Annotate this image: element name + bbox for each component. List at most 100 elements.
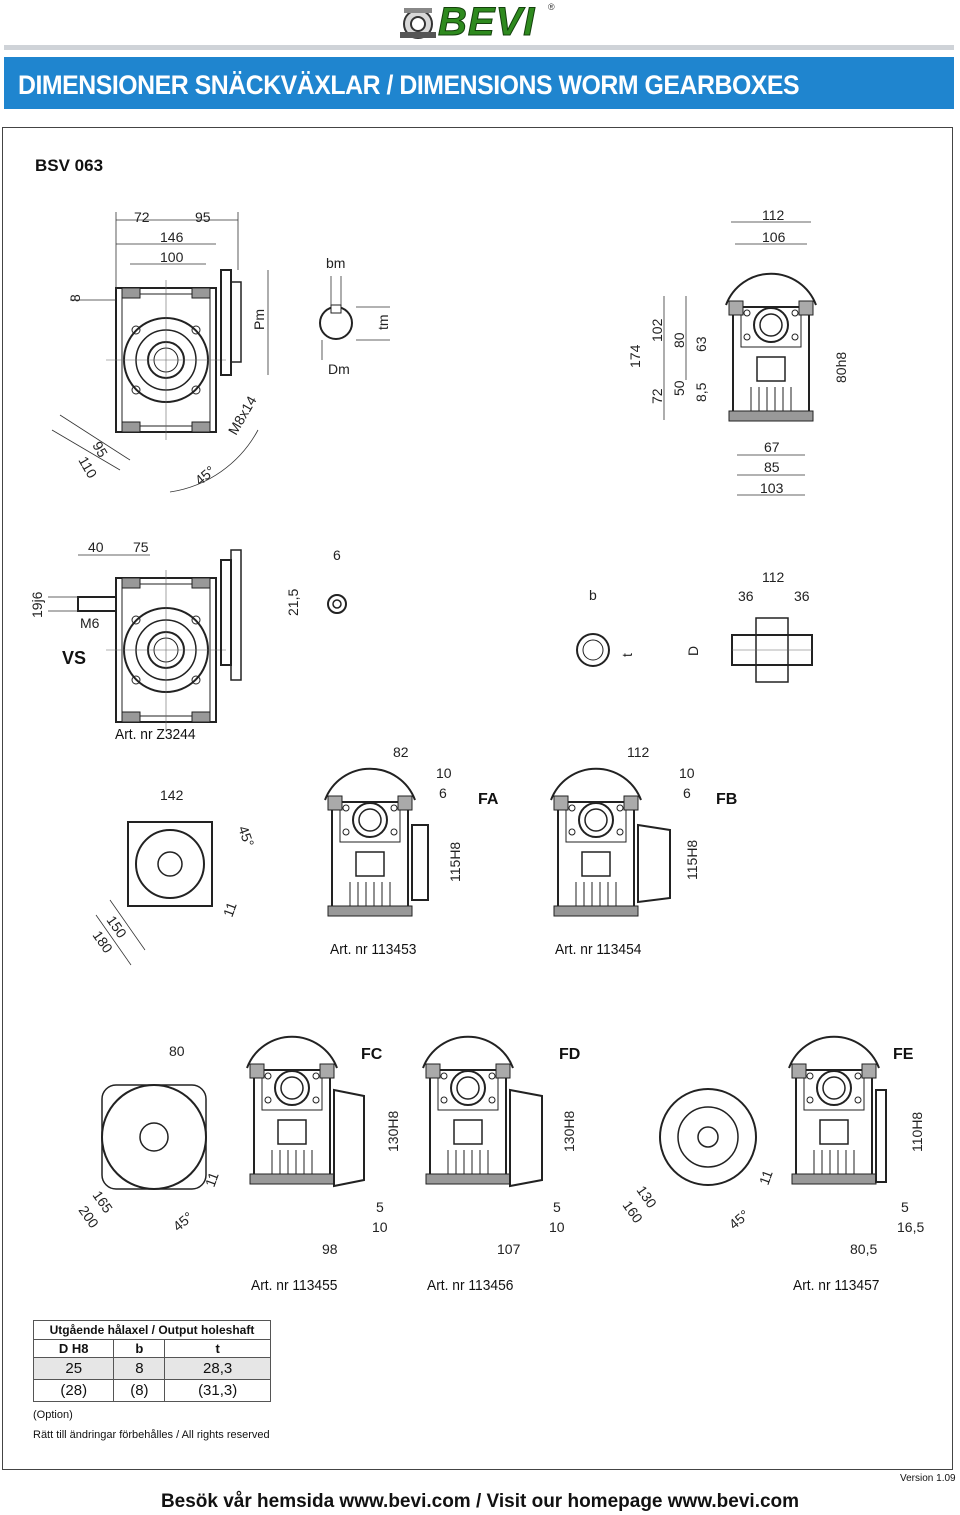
svg-text:85: 85 [764,459,780,475]
svg-text:16,5: 16,5 [897,1219,924,1235]
bevi-logo: BEVI ® [398,0,558,45]
svg-text:D: D [685,646,701,656]
svg-text:10: 10 [436,765,452,781]
svg-text:67: 67 [764,439,780,455]
svg-text:45°: 45° [235,824,257,849]
svg-text:102: 102 [649,318,665,342]
table-row: (28) (8) (31,3) [32,1379,271,1402]
svg-text:110H8: 110H8 [909,1112,925,1152]
svg-text:36: 36 [794,588,810,604]
svg-text:45°: 45° [726,1206,753,1232]
art-fd: Art. nr 113456 [427,1277,514,1294]
motor-gear-icon [400,8,436,39]
svg-text:112: 112 [762,207,785,223]
svg-text:72: 72 [649,388,665,404]
svg-text:45°: 45° [170,1208,197,1234]
svg-text:19j6: 19j6 [29,591,45,618]
fd-label: FD [559,1046,581,1063]
cell: (8) [113,1379,166,1402]
svg-text:36: 36 [738,588,754,604]
cell: 25 [32,1357,115,1380]
svg-text:80: 80 [169,1043,185,1059]
svg-text:72: 72 [134,209,150,225]
svg-text:50: 50 [671,380,687,396]
svg-text:10: 10 [549,1219,565,1235]
col-t: t [164,1339,271,1358]
svg-text:11: 11 [756,1168,776,1187]
svg-text:95: 95 [89,439,111,461]
svg-text:146: 146 [160,229,184,245]
fb-label: FB [716,791,738,808]
svg-text:tm: tm [375,314,391,330]
svg-text:112: 112 [627,744,650,760]
svg-text:40: 40 [88,539,104,555]
drawing-frame [2,127,953,1470]
svg-text:11: 11 [220,900,240,919]
fc-label: FC [361,1046,383,1063]
svg-text:8,5: 8,5 [693,382,709,402]
art-fe: Art. nr 113457 [793,1277,880,1294]
table-header: Utgående hålaxel / Output holeshaft [33,1320,271,1340]
svg-text:82: 82 [393,744,409,760]
fe-label: FE [893,1046,914,1063]
svg-text:10: 10 [679,765,695,781]
fa-label: FA [478,791,499,808]
svg-text:11: 11 [202,1170,222,1189]
svg-text:45°: 45° [192,462,219,488]
svg-text:M8x14: M8x14 [225,393,260,438]
table-row: 25 8 28,3 [32,1357,271,1380]
svg-text:107: 107 [497,1241,521,1257]
option-note: (Option) [33,1409,73,1421]
title-banner: DIMENSIONER SNÄCKVÄXLAR / DIMENSIONS WOR… [4,57,954,109]
svg-text:21,5: 21,5 [285,589,301,616]
svg-text:bm: bm [326,255,345,271]
svg-text:10: 10 [372,1219,388,1235]
art-fc: Art. nr 113455 [251,1277,338,1294]
svg-text:115H8: 115H8 [447,842,463,882]
cell: (28) [32,1379,115,1402]
svg-text:80,5: 80,5 [850,1241,877,1257]
registered-mark: ® [548,2,555,12]
footer-homepage[interactable]: Besök vår hemsida www.bevi.com / Visit o… [160,1491,800,1512]
svg-text:Dm: Dm [328,361,350,377]
svg-text:100: 100 [160,249,184,265]
svg-text:174: 174 [627,344,643,368]
svg-text:112: 112 [762,569,785,585]
svg-text:80h8: 80h8 [833,352,849,383]
art-fa: Art. nr 113453 [330,941,417,958]
svg-text:t: t [619,653,635,657]
svg-text:98: 98 [322,1241,338,1257]
output-holeshaft-table: Utgående hålaxel / Output holeshaft D H8… [32,1320,271,1402]
svg-text:Pm: Pm [251,309,267,330]
header-rule [4,45,954,50]
svg-text:142: 142 [160,787,184,803]
svg-text:5: 5 [553,1199,561,1215]
svg-text:b: b [589,587,597,603]
svg-text:106: 106 [762,229,786,245]
svg-text:103: 103 [760,480,784,496]
col-d: D H8 [32,1339,115,1358]
svg-text:75: 75 [133,539,149,555]
svg-text:8: 8 [67,294,83,302]
svg-text:80: 80 [671,332,687,348]
brand-name: BEVI [437,0,536,45]
svg-text:5: 5 [376,1199,384,1215]
rights-note: Rätt till ändringar förbehålles / All ri… [33,1429,270,1441]
col-b: b [113,1339,166,1358]
page-title: DIMENSIONER SNÄCKVÄXLAR / DIMENSIONS WOR… [18,70,800,100]
svg-text:6: 6 [439,785,447,801]
svg-text:95: 95 [195,209,211,225]
cell: 28,3 [164,1357,271,1380]
model-label: BSV 063 [35,156,104,175]
svg-text:130H8: 130H8 [561,1111,577,1152]
cell: (31,3) [164,1379,271,1402]
svg-text:130H8: 130H8 [385,1111,401,1152]
version-label: Version 1.09 [900,1473,956,1484]
cell: 8 [113,1357,166,1380]
svg-text:6: 6 [333,547,341,563]
svg-text:M6: M6 [80,615,100,631]
vs-label: VS [62,648,87,668]
art-fb: Art. nr 113454 [555,941,642,958]
svg-text:115H8: 115H8 [684,840,700,880]
